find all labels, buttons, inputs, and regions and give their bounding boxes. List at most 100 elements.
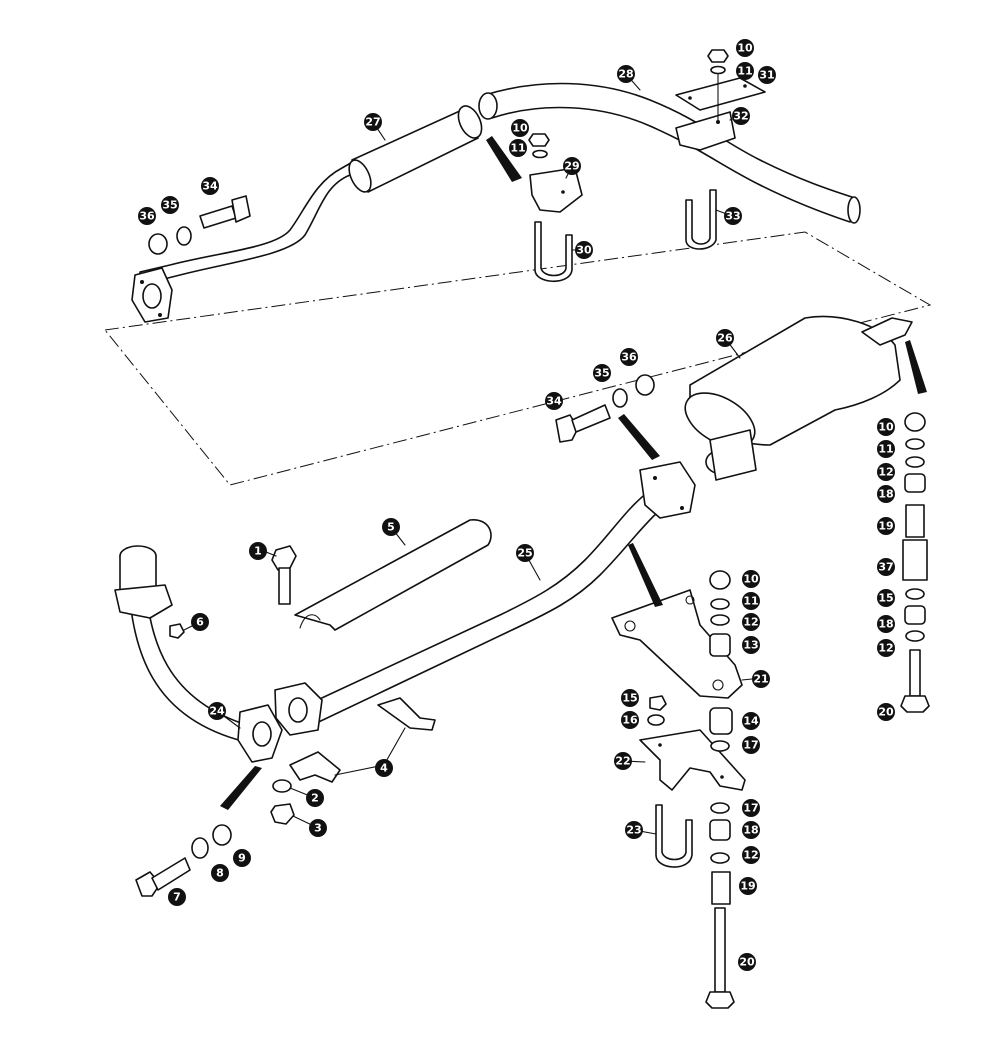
svg-text:35: 35 xyxy=(594,367,609,380)
svg-text:20: 20 xyxy=(878,706,894,719)
callout-25: 25 xyxy=(516,544,534,562)
nut-36-lower xyxy=(635,374,655,396)
bush-13-stack-a xyxy=(709,633,731,657)
callout-22: 22 xyxy=(614,752,632,770)
nut-9 xyxy=(212,824,232,846)
clamp-bracket-32 xyxy=(675,69,736,151)
svg-text:32: 32 xyxy=(733,110,748,123)
callout-4: 4 xyxy=(375,759,393,777)
callout-35-upper: 35 xyxy=(161,196,179,214)
svg-text:9: 9 xyxy=(238,852,246,865)
callout-2: 2 xyxy=(306,789,324,807)
bush-18-stack-b2 xyxy=(904,605,926,625)
washer-15-stack-b xyxy=(905,588,925,600)
nut-36-upper xyxy=(148,233,168,255)
heat-shield xyxy=(294,519,492,631)
svg-text:10: 10 xyxy=(878,421,894,434)
washer-17-stack-a1 xyxy=(710,740,730,752)
callout-6: 6 xyxy=(191,613,209,631)
callout-18-stack-b: 18 xyxy=(877,485,895,503)
svg-text:34: 34 xyxy=(546,395,562,408)
svg-text:36: 36 xyxy=(621,351,637,364)
callout-7: 7 xyxy=(168,888,186,906)
svg-text:37: 37 xyxy=(878,561,893,574)
hanger-bracket-31 xyxy=(675,77,766,111)
svg-text:34: 34 xyxy=(202,180,218,193)
rear-silencer xyxy=(684,315,913,481)
hanger-bracket-21 xyxy=(611,589,743,699)
callout-17-stack-a2: 17 xyxy=(742,799,760,817)
svg-text:29: 29 xyxy=(564,160,579,173)
clamp-4 xyxy=(289,697,436,783)
callout-13: 13 xyxy=(742,636,760,654)
svg-text:11: 11 xyxy=(743,595,758,608)
svg-text:3: 3 xyxy=(314,822,322,835)
svg-text:30: 30 xyxy=(576,244,592,257)
separation-boundary xyxy=(104,231,932,486)
svg-text:28: 28 xyxy=(618,68,633,81)
bolt-34-lower xyxy=(555,404,611,443)
callout-10-stack-b: 10 xyxy=(877,418,895,436)
svg-text:22: 22 xyxy=(615,755,630,768)
washer-35-upper xyxy=(176,226,192,246)
svg-text:27: 27 xyxy=(365,116,380,129)
svg-text:4: 4 xyxy=(380,762,388,775)
svg-text:2: 2 xyxy=(311,792,319,805)
pointer-arrow-bracket xyxy=(628,543,663,607)
svg-text:17: 17 xyxy=(743,802,758,815)
callout-33: 33 xyxy=(724,207,742,225)
callout-14: 14 xyxy=(742,712,760,730)
svg-text:12: 12 xyxy=(743,616,758,629)
callout-34-upper: 34 xyxy=(201,177,219,195)
callout-10-upper-mid: 10 xyxy=(511,119,529,137)
callout-24: 24 xyxy=(208,702,226,720)
callout-10-upper-right: 10 xyxy=(736,39,754,57)
callout-11-upper-right: 11 xyxy=(736,62,754,80)
washer-11-stack-a xyxy=(710,598,730,610)
callout-35-lower: 35 xyxy=(593,364,611,382)
callout-17-stack-a1: 17 xyxy=(742,736,760,754)
callout-21: 21 xyxy=(752,670,770,688)
bolt-7 xyxy=(135,857,191,897)
svg-text:15: 15 xyxy=(878,592,893,605)
washer-35-lower xyxy=(612,388,628,408)
washer-16-stack-a xyxy=(647,714,665,726)
nut-10-upper-right xyxy=(707,49,729,63)
callout-3: 3 xyxy=(309,819,327,837)
callout-9: 9 xyxy=(233,849,251,867)
callout-27: 27 xyxy=(364,113,382,131)
callout-18-stack-b2: 18 xyxy=(877,615,895,633)
svg-text:20: 20 xyxy=(739,956,755,969)
washer-11-stack-b xyxy=(905,438,925,450)
washer-12-stack-b2 xyxy=(905,630,925,642)
svg-text:23: 23 xyxy=(626,824,641,837)
bolt-20-stack-b xyxy=(900,649,930,713)
svg-text:8: 8 xyxy=(216,867,224,880)
callout-15-stack-b: 15 xyxy=(877,589,895,607)
svg-text:19: 19 xyxy=(878,520,893,533)
mounting-bracket-22 xyxy=(639,729,746,791)
nut-3 xyxy=(270,803,295,825)
callout-32: 32 xyxy=(732,107,750,125)
callout-11-stack-b: 11 xyxy=(877,440,895,458)
callout-19-stack-a: 19 xyxy=(739,877,757,895)
washer-2 xyxy=(272,779,292,793)
svg-text:5: 5 xyxy=(387,521,395,534)
callout-26: 26 xyxy=(716,329,734,347)
nut-10-stack-a xyxy=(709,570,731,590)
callout-16: 16 xyxy=(621,711,639,729)
callout-5: 5 xyxy=(382,518,400,536)
svg-text:25: 25 xyxy=(517,547,532,560)
pointer-arrow-lower-mid xyxy=(618,414,660,460)
bolt-34-upper xyxy=(199,195,251,229)
sleeve-37-stack-b xyxy=(902,539,928,581)
sleeve-19-stack-b xyxy=(905,504,925,538)
washer-8 xyxy=(191,837,209,859)
callout-29: 29 xyxy=(563,157,581,175)
callout-15-stack-a: 15 xyxy=(621,689,639,707)
pointer-arrow-lower-left xyxy=(220,766,262,810)
callout-36-lower: 36 xyxy=(620,348,638,366)
bolt-20-stack-a xyxy=(705,907,735,1009)
svg-text:11: 11 xyxy=(510,142,525,155)
